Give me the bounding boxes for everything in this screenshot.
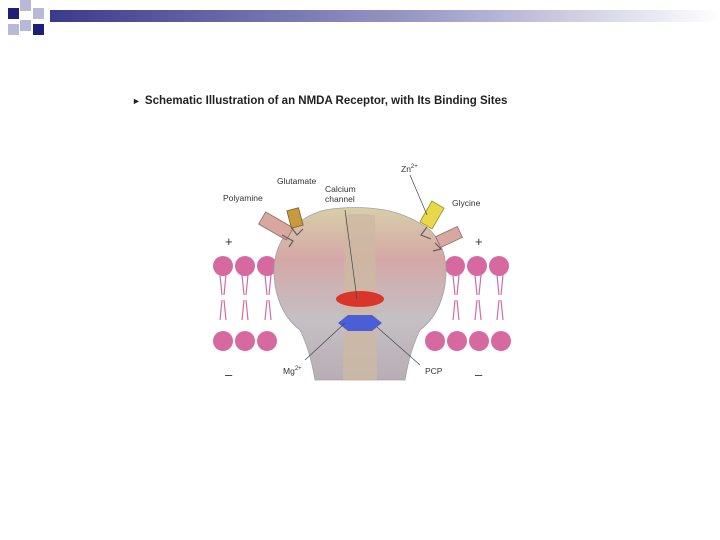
label-zn-text: Zn xyxy=(401,163,411,174)
slide-title: ►Schematic Illustration of an NMDA Recep… xyxy=(132,95,507,107)
label-zn: Zn2+ xyxy=(401,163,418,174)
calcium-binding-site xyxy=(336,291,384,307)
sign-top-left: + xyxy=(225,234,233,249)
zn-site xyxy=(432,225,463,252)
label-glutamate: Glutamate xyxy=(277,176,317,186)
sign-top-right: + xyxy=(475,234,483,249)
sign-bottom-left: – xyxy=(225,367,233,382)
sign-bottom-right: – xyxy=(475,367,483,382)
label-mg-charge: 2+ xyxy=(294,366,302,372)
label-calcium-channel-line2: channel xyxy=(325,194,355,204)
label-zn-charge: 2+ xyxy=(410,164,418,170)
label-mg: Mg2+ xyxy=(283,365,302,376)
label-polyamine: Polyamine xyxy=(223,193,263,203)
glutamate-site xyxy=(286,207,304,236)
polyamine-site xyxy=(258,211,294,248)
membrane-heads xyxy=(213,256,511,351)
mg-binding-site xyxy=(338,315,382,331)
nmda-receptor-diagram: Zn2+ Glutamate Calcium channel Polyamine… xyxy=(205,155,525,390)
label-pcp: PCP xyxy=(425,366,443,376)
receptor-illustration xyxy=(213,174,511,381)
glycine-site xyxy=(419,200,445,240)
slide-title-text: Schematic Illustration of an NMDA Recept… xyxy=(144,95,508,107)
label-calcium-channel-line1: Calcium xyxy=(325,184,356,194)
leader-lines xyxy=(304,174,428,366)
membrane-tails xyxy=(219,274,504,321)
label-mg-text: Mg xyxy=(283,365,295,376)
label-glycine: Glycine xyxy=(452,198,481,208)
bullet-arrow-icon: ► xyxy=(132,96,141,106)
corner-decoration xyxy=(8,0,720,35)
